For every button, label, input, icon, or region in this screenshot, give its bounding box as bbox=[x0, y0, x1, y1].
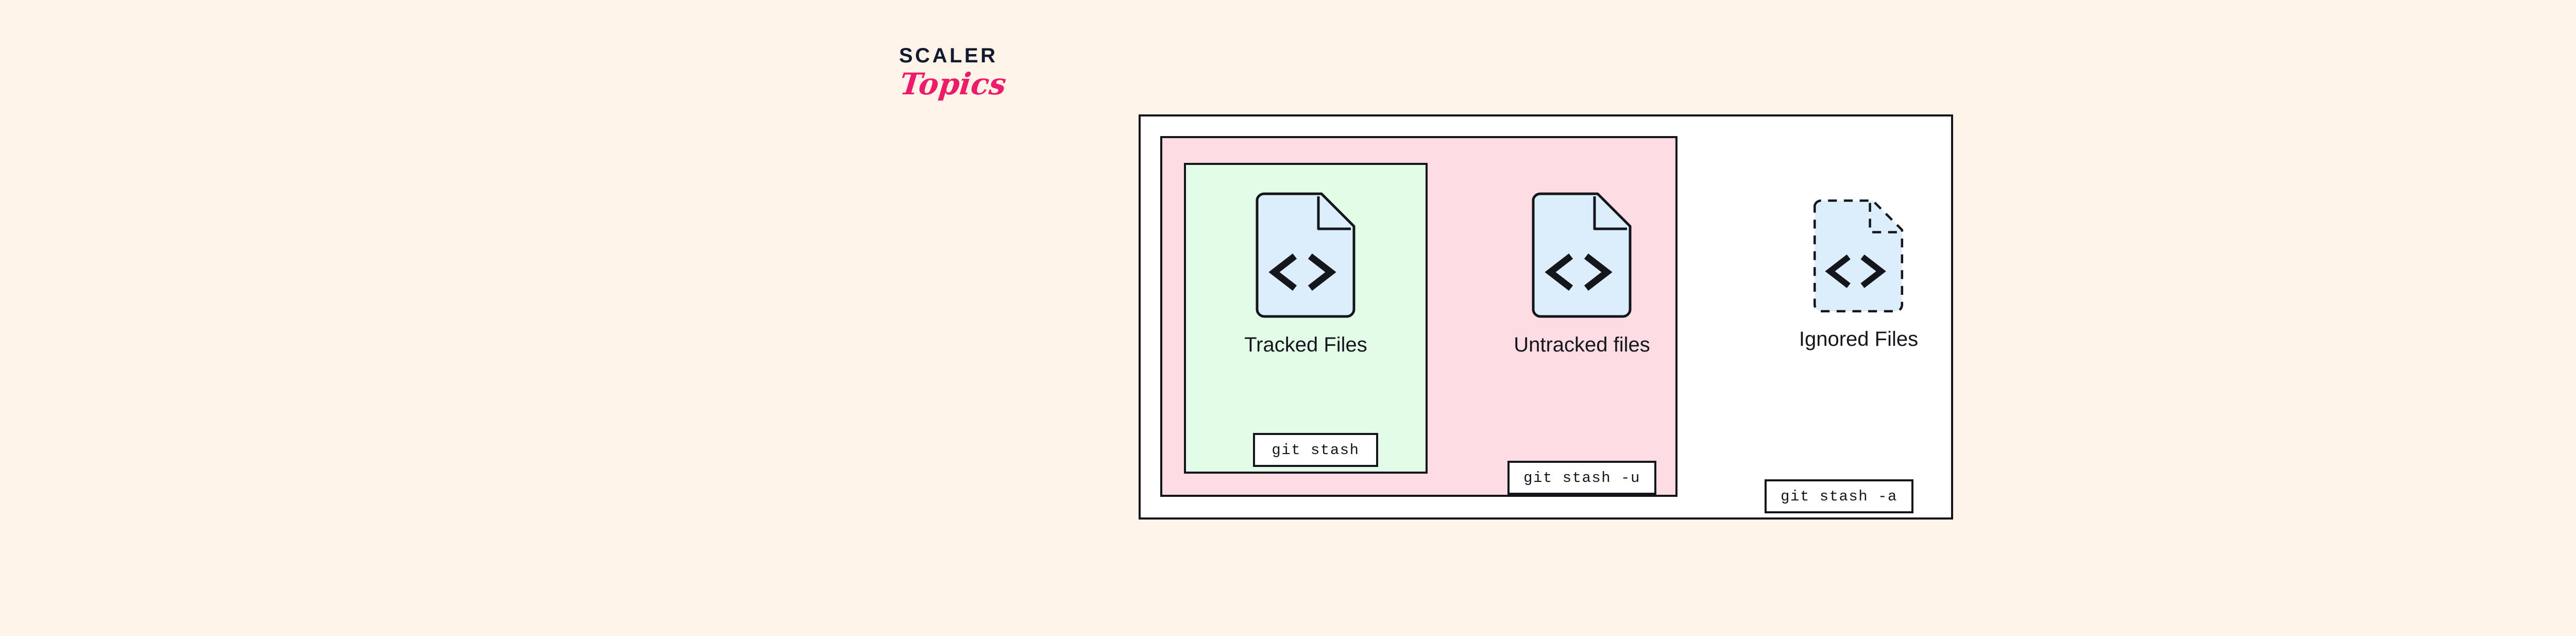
caption-untracked-files: Untracked files bbox=[1514, 333, 1650, 356]
command-chip-git-stash-u: git stash -u bbox=[1507, 461, 1656, 495]
git-stash-scope-diagram bbox=[1139, 114, 1953, 520]
scaler-topics-logo: SCALER Topics bbox=[898, 44, 1033, 128]
column-tracked-files: Tracked Files bbox=[1183, 190, 1428, 355]
code-file-icon-dashed bbox=[1814, 199, 1904, 313]
command-chip-git-stash-a: git stash -a bbox=[1765, 479, 1913, 513]
command-chip-git-stash: git stash bbox=[1253, 433, 1378, 467]
caption-ignored-files: Ignored Files bbox=[1799, 328, 1919, 350]
column-untracked-files: Untracked files bbox=[1460, 190, 1704, 355]
brand-script-wordmark: Topics bbox=[898, 66, 1008, 102]
code-file-icon bbox=[1532, 192, 1632, 318]
caption-tracked-files: Tracked Files bbox=[1244, 333, 1367, 356]
code-file-icon bbox=[1256, 192, 1355, 318]
brand-wordmark: SCALER bbox=[899, 44, 998, 67]
column-ignored-files: Ignored Files bbox=[1736, 197, 1981, 349]
